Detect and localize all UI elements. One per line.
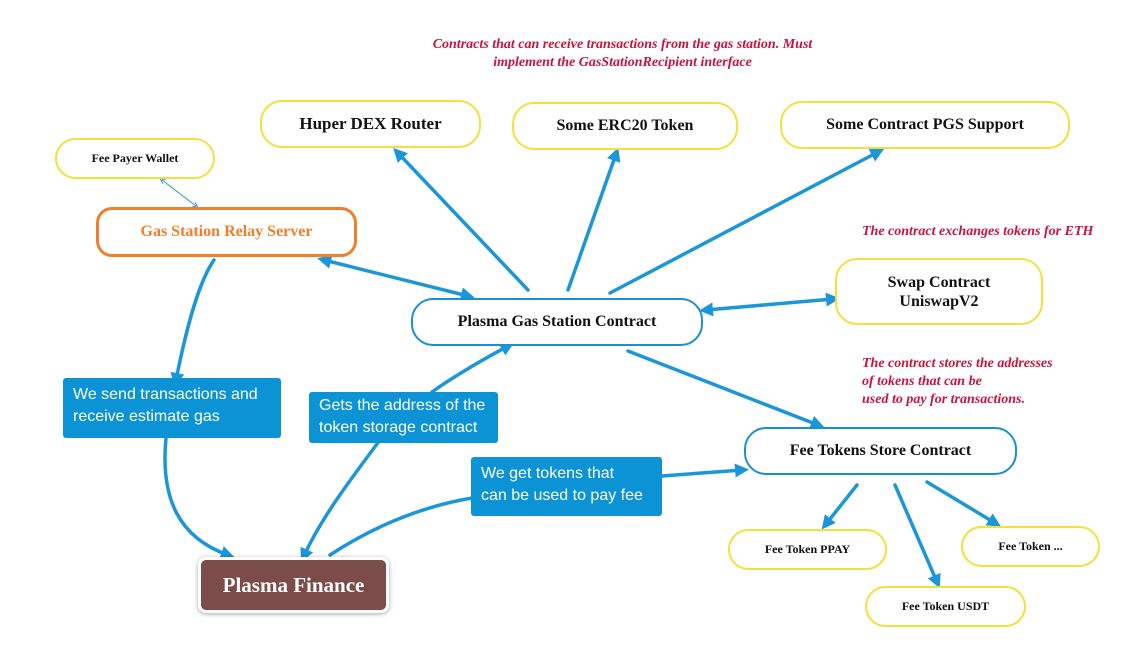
node-label: Swap Contract UniswapV2 [887, 273, 991, 310]
arrow-gas-station-swap [699, 292, 840, 317]
node-fee-token-usdt: Fee Token USDT [865, 586, 1026, 627]
node-some-contract-pgs: Some Contract PGS Support [780, 101, 1070, 149]
note-swap: The contract exchanges tokens for ETH [862, 224, 1094, 239]
node-label: Fee Payer Wallet [91, 151, 179, 165]
node-label: Fee Token PPAY [764, 542, 851, 556]
arrow-store-to-usdt [893, 483, 941, 589]
arrow-gas-station-to-huper [393, 147, 530, 292]
node-plasma-finance: Plasma Finance [201, 560, 386, 610]
node-label: Plasma Finance [222, 572, 365, 597]
node-label: Fee Tokens Store Contract [789, 442, 972, 459]
node-some-erc20-token: Some ERC20 Token [512, 102, 738, 150]
node-label: Huper DEX Router [299, 114, 442, 133]
node-huper-dex-router: Huper DEX Router [260, 100, 481, 148]
node-gas-station-contract: Plasma Gas Station Contract [411, 298, 703, 346]
node-label: Fee Token ... [998, 539, 1063, 553]
arrow-plasma-to-gas-station [300, 438, 382, 563]
arrow-relay-to-plasma-lower [163, 436, 235, 560]
callout-get-store-address: Gets the address of the token storage co… [309, 392, 498, 443]
node-fee-token-other: Fee Token ... [961, 526, 1100, 567]
node-swap-contract: Swap Contract UniswapV2 [835, 258, 1043, 325]
arrow-store-to-ppay [821, 483, 859, 530]
note-store: The contract stores the addresses of tok… [862, 356, 1053, 407]
callout-get-tokens: We get tokens that can be used to pay fe… [471, 457, 662, 516]
node-relay-server: Gas Station Relay Server [96, 207, 357, 257]
arrow-relay-to-plasma [170, 258, 216, 387]
node-label: Plasma Gas Station Contract [457, 313, 657, 330]
node-label: Some ERC20 Token [556, 117, 694, 134]
arrow-gas-station-to-pgs [608, 148, 885, 295]
arrow-wallet-relay [162, 180, 196, 206]
node-fee-payer-wallet: Fee Payer Wallet [55, 138, 215, 179]
arrow-gas-station-to-store [626, 349, 825, 429]
callout-send-transactions: We send transactions and receive estimat… [63, 378, 281, 438]
arrow-relay-gas-station [317, 254, 475, 302]
arrow-plasma-to-store-right [660, 463, 749, 478]
node-fee-token-ppay: Fee Token PPAY [728, 529, 887, 570]
node-label: Fee Token USDT [901, 599, 990, 613]
note-recipient-contracts: Contracts that can receive transactions … [432, 37, 813, 70]
node-label: Some Contract PGS Support [826, 116, 1024, 133]
arrow-gas-station-to-erc20 [566, 147, 621, 292]
arrow-store-to-other [925, 480, 1001, 527]
arrow-plasma-to-gas-station-upper [430, 342, 515, 394]
node-fee-tokens-store: Fee Tokens Store Contract [744, 427, 1017, 475]
arrow-plasma-to-store [328, 496, 474, 557]
node-label: Gas Station Relay Server [140, 223, 313, 240]
